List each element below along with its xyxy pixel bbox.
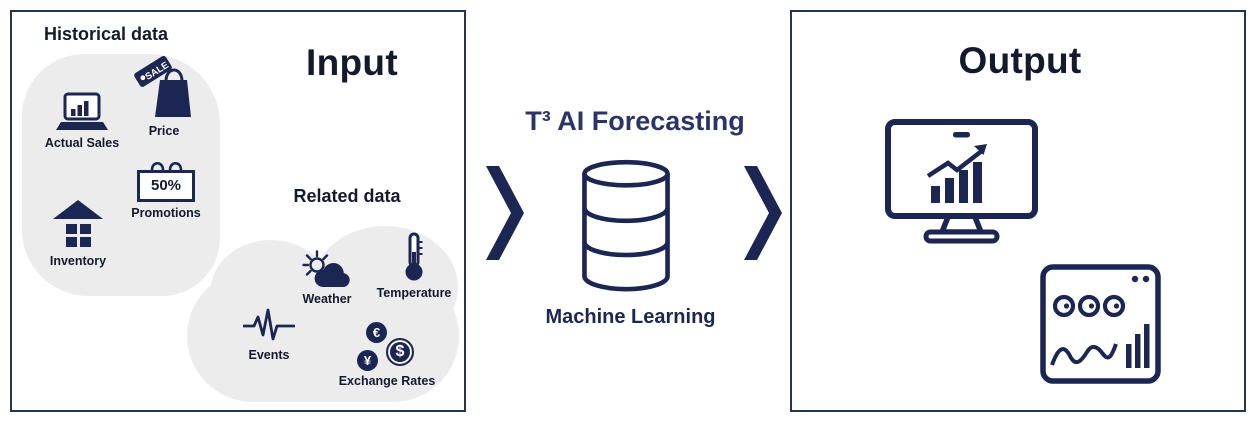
actual-sales-label: Actual Sales (44, 136, 120, 150)
discount-bag-icon: 50% (136, 158, 196, 202)
price-label: Price (148, 124, 180, 138)
exchange-rates-label: Exchange Rates (338, 374, 436, 388)
monitor-chart-icon (884, 118, 1039, 263)
weather-item: Weather (282, 250, 372, 306)
price-item: SALE Price (120, 54, 208, 138)
related-data-cloud (187, 270, 459, 402)
exchange-rates-item: € $ ¥ Exchange Rates (327, 312, 447, 388)
analytics-window-icon (1040, 264, 1161, 384)
bag-handles-icon (150, 161, 183, 170)
flow-arrow-left-icon (486, 166, 524, 260)
forecasting-title: T³ AI Forecasting (525, 106, 745, 136)
events-item: Events (224, 308, 314, 362)
flow-arrow-right-icon (744, 166, 782, 260)
machine-learning-label: Machine Learning (545, 306, 716, 328)
currency-coins-icon: € $ ¥ (342, 312, 432, 371)
dollar-coin-icon: $ (386, 338, 414, 366)
promotions-label: Promotions (131, 205, 201, 220)
output-title: Output (958, 40, 1082, 81)
input-title: Input (306, 42, 398, 83)
output-panel: Output (790, 10, 1246, 412)
pulse-waveform-icon (243, 308, 295, 344)
actual-sales-item: Actual Sales (40, 92, 124, 150)
warehouse-icon (51, 198, 105, 250)
sun-cloud-icon (302, 250, 352, 288)
temperature-item: Temperature (364, 232, 464, 300)
inventory-label: Inventory (49, 254, 107, 268)
laptop-chart-icon (56, 92, 108, 132)
yen-coin-icon: ¥ (357, 350, 378, 371)
promotions-badge: 50% (136, 170, 196, 202)
related-data-label: Related data (293, 186, 401, 206)
historical-data-label: Historical data (44, 24, 169, 44)
thermometer-icon (403, 232, 425, 282)
temperature-label: Temperature (376, 286, 452, 300)
input-panel: Historical data Input Actual Sales (10, 10, 466, 412)
weather-label: Weather (302, 292, 352, 306)
price-tag-bag-icon: SALE (132, 54, 196, 120)
euro-coin-icon: € (366, 322, 387, 343)
promotions-item: 50% Promotions (120, 158, 212, 220)
database-icon (578, 156, 674, 294)
inventory-item: Inventory (34, 198, 122, 268)
events-label: Events (248, 348, 290, 362)
